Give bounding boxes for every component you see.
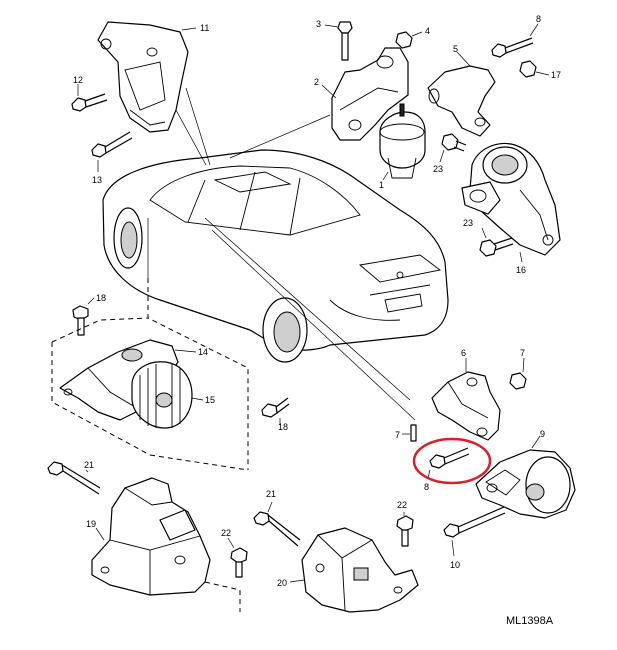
part-12-bolt: 12: [71, 75, 108, 112]
highlight-circle: [412, 437, 492, 485]
part-14-15-group: 14 15: [51, 278, 249, 471]
part-23-bolt-top: 23: [433, 133, 467, 174]
part-16-mount: 16: [461, 143, 561, 275]
part-21-bolt-left: 21: [47, 460, 101, 495]
part-5-bracket: 5: [427, 44, 496, 137]
part-7-nut-right: 7: [509, 348, 527, 390]
callout-14: 14: [198, 347, 208, 357]
part-10-bolt: 10: [443, 506, 506, 570]
car-illustration: [102, 149, 449, 363]
callout-19: 19: [86, 519, 96, 529]
part-1-mount: 1: [379, 103, 426, 190]
callout-17: 17: [551, 70, 561, 80]
part-7-stud-left: 7: [395, 424, 417, 442]
part-22-bolt-left: 22: [221, 528, 248, 578]
callout-20: 20: [277, 578, 287, 588]
callout-18-top: 18: [96, 293, 106, 303]
part-4-nut: 4: [395, 26, 430, 49]
callout-10: 10: [450, 560, 460, 570]
callout-2: 2: [314, 77, 319, 87]
callout-15: 15: [205, 395, 215, 405]
callout-9: 9: [540, 429, 545, 439]
callout-18-mid: 18: [278, 422, 288, 432]
reference-code: ML1398A: [506, 615, 554, 627]
callout-7-right: 7: [520, 348, 525, 358]
callout-5: 5: [453, 44, 458, 54]
part-11-bracket: 11: [97, 21, 209, 133]
part-8-bolt-top: 8: [491, 14, 541, 58]
callout-11: 11: [200, 23, 209, 33]
callout-21-centre: 21: [266, 489, 276, 499]
callout-22-left: 22: [221, 528, 231, 538]
part-9-mount: 9: [475, 429, 576, 519]
callout-12: 12: [73, 75, 83, 85]
part-21-bolt-centre: 21: [253, 489, 301, 547]
callout-21-left: 21: [84, 460, 94, 470]
part-20-bracket: 20: [277, 527, 419, 613]
callout-6: 6: [461, 348, 466, 358]
part-18-bolt-mid: 18: [261, 397, 290, 432]
callout-23-mid: 23: [463, 218, 473, 228]
callout-3: 3: [316, 19, 321, 29]
callout-13: 13: [92, 175, 102, 185]
callout-23-top: 23: [433, 164, 443, 174]
part-2-bracket: 2: [314, 47, 409, 141]
part-3-bolt: 3: [316, 19, 353, 61]
part-19-bracket: 19: [86, 477, 241, 612]
part-18-bolt-top: 18: [72, 293, 106, 336]
part-6-bracket: 6: [431, 348, 501, 441]
callout-16: 16: [516, 265, 526, 275]
callout-8-highlighted: 8: [424, 482, 429, 492]
callout-4: 4: [425, 26, 430, 36]
part-13-bolt: 13: [91, 131, 133, 185]
part-8-bolt-highlighted: 8: [412, 437, 492, 492]
callout-1: 1: [379, 180, 384, 190]
part-22-bolt-right: 22: [396, 500, 414, 547]
part-23-bolt-mid: 23: [463, 218, 514, 257]
callout-8-top: 8: [536, 14, 541, 24]
callout-7-left: 7: [395, 430, 400, 440]
callout-22-right: 22: [397, 500, 407, 510]
part-17-nut: 17: [519, 60, 561, 80]
